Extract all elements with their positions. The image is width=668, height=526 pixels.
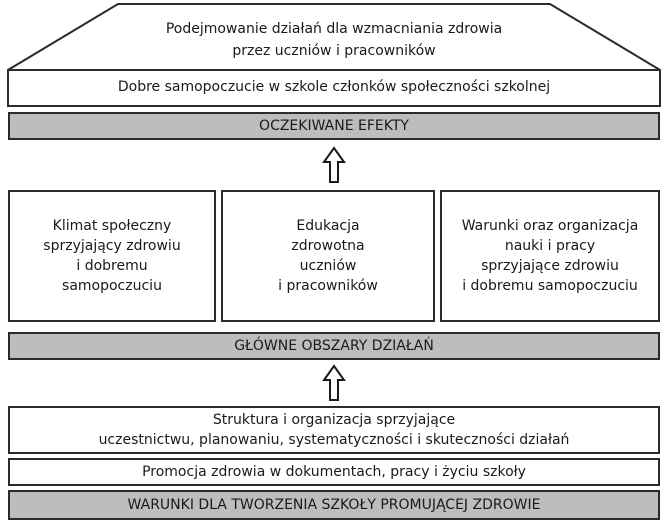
promotion-box: Promocja zdrowia w dokumentach, pracy i … [8, 458, 660, 486]
apex-line: przez uczniów i pracowników [232, 43, 436, 59]
area-line: uczniów [299, 258, 357, 274]
area-line: i pracowników [278, 278, 378, 294]
area-line: samopoczuciu [62, 278, 162, 294]
conditions-label: WARUNKI DLA TWORZENIA SZKOŁY PROMUJĄCEJ … [127, 497, 541, 513]
area-line: nauki i pracy [504, 238, 596, 254]
up-arrow-icon [322, 146, 346, 183]
wellbeing-band: Dobre samopoczucie w szkole członków spo… [8, 76, 660, 98]
area-line: Warunki oraz organizacja [461, 218, 639, 234]
area-line: Edukacja [296, 218, 360, 234]
area-box-health-education: Edukacja zdrowotna uczniów i pracowników [221, 190, 435, 322]
structure-line: uczestnictwu, planowaniu, systematycznoś… [98, 432, 570, 448]
area-line: zdrowotna [291, 238, 365, 254]
area-line: Klimat społeczny [52, 218, 172, 234]
effects-roof [7, 3, 661, 107]
apex-statement: Podejmowanie działań dla wzmacniania zdr… [100, 18, 568, 62]
up-arrow-icon [322, 364, 346, 401]
area-line: sprzyjający zdrowiu [43, 238, 181, 254]
promotion-text: Promocja zdrowia w dokumentach, pracy i … [142, 464, 526, 480]
area-line: sprzyjające zdrowiu [481, 258, 619, 274]
structure-box: Struktura i organizacja sprzyjające ucze… [8, 406, 660, 454]
structure-line: Struktura i organizacja sprzyjające [212, 412, 456, 428]
main-areas-bar: GŁÓWNE OBSZARY DZIAŁAŃ [8, 332, 660, 360]
main-areas-label: GŁÓWNE OBSZARY DZIAŁAŃ [234, 338, 434, 354]
wellbeing-text: Dobre samopoczucie w szkole członków spo… [117, 79, 551, 95]
area-box-social-climate: Klimat społeczny sprzyjający zdrowiu i d… [8, 190, 216, 322]
area-line: i dobremu samopoczuciu [462, 278, 638, 294]
area-box-work-conditions: Warunki oraz organizacja nauki i pracy s… [440, 190, 660, 322]
conditions-bar: WARUNKI DLA TWORZENIA SZKOŁY PROMUJĄCEJ … [8, 490, 660, 520]
apex-line: Podejmowanie działań dla wzmacniania zdr… [165, 21, 503, 37]
expected-effects-bar: OCZEKIWANE EFEKTY [8, 112, 660, 140]
area-line: i dobremu [76, 258, 148, 274]
expected-effects-label: OCZEKIWANE EFEKTY [259, 118, 409, 134]
